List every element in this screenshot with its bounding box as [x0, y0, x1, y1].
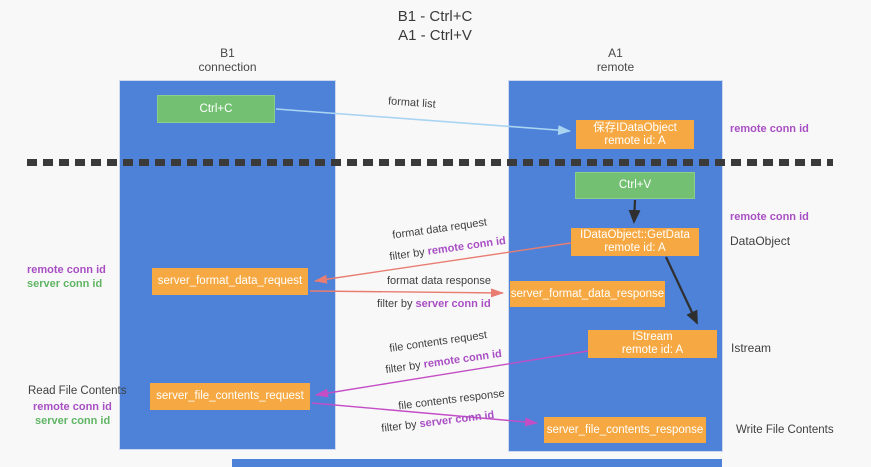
annotation-right-remote-conn-id-top: remote conn id — [730, 123, 809, 135]
save-idataobject-line2: remote id: A — [604, 134, 666, 147]
filter-by-text: filter by — [377, 298, 413, 310]
node-istream: IStream remote id: A — [588, 330, 717, 358]
annotation-dataobject: DataObject — [730, 234, 791, 248]
node-server-file-contents-request: server_file_contents_request — [150, 383, 310, 410]
annotation-left-server-conn-id-bottom: server conn id — [35, 415, 111, 427]
lane-a1-name: A1 — [608, 46, 623, 60]
filter-by-text: filter by — [380, 418, 418, 435]
server-file-contents-request-label: server_file_contents_request — [156, 390, 304, 402]
annotation-left-remote-conn-id-bottom: remote conn id — [33, 401, 112, 413]
server-format-data-response-label: server_format_data_response — [510, 287, 665, 300]
node-server-format-data-request: server_format_data_request — [152, 268, 308, 295]
remote-conn-id-text: remote conn id — [422, 347, 503, 371]
lane-b1-role: connection — [198, 60, 257, 74]
annotation-right-remote-conn-id-mid: remote conn id — [730, 211, 809, 223]
getdata-line2: remote id: A — [604, 242, 666, 254]
server-conn-id-text: server conn id — [415, 298, 491, 310]
node-server-format-data-response: server_format_data_response — [510, 281, 665, 307]
bottom-blue-bar — [232, 459, 722, 467]
label-format-data-response: format data response — [387, 275, 491, 287]
lane-header-a1: A1 remote — [508, 46, 723, 74]
diagram-title: B1 - Ctrl+C A1 - Ctrl+V — [285, 7, 585, 45]
ctrl-c-label: Ctrl+C — [199, 102, 233, 115]
annotation-istream: Istream — [731, 341, 772, 355]
server-file-contents-response-label: server_file_contents_response — [546, 423, 704, 436]
dashed-divider — [27, 159, 833, 166]
ctrl-v-label: Ctrl+V — [618, 179, 652, 191]
title-line-2: A1 - Ctrl+V — [398, 27, 472, 44]
title-line-1: B1 - Ctrl+C — [397, 8, 473, 25]
lane-header-b1: B1 connection — [119, 46, 336, 74]
remote-conn-id-text: remote conn id — [426, 234, 507, 258]
annotation-read-file-contents: Read File Contents — [28, 385, 127, 397]
label-format-list: format list — [387, 95, 437, 111]
server-conn-id-text: server conn id — [418, 409, 495, 431]
label-format-data-request: format data request — [391, 216, 488, 242]
node-ctrl-c: Ctrl+C — [157, 95, 275, 123]
annotation-left-remote-conn-id-top: remote conn id — [27, 264, 106, 276]
filter-by-text: filter by — [388, 246, 426, 264]
lane-a1-role: remote — [596, 60, 635, 74]
lane-b1-name: B1 — [220, 46, 235, 60]
annotation-left-server-conn-id-top: server conn id — [27, 278, 103, 290]
node-ctrl-v: Ctrl+V — [575, 172, 695, 199]
server-format-data-request-label: server_format_data_request — [157, 275, 303, 287]
filter-by-text: filter by — [384, 359, 422, 377]
istream-line2: remote id: A — [621, 344, 684, 356]
annotation-write-file-contents: Write File Contents — [736, 424, 834, 436]
save-idataobject-line1: 保存IDataObject — [593, 121, 677, 134]
node-save-idataobject: 保存IDataObject remote id: A — [576, 120, 694, 149]
node-server-file-contents-response: server_file_contents_response — [544, 417, 706, 443]
arrow-format-data-response — [309, 288, 504, 298]
getdata-line1: IDataObject::GetData — [580, 229, 690, 241]
istream-line1: IStream — [632, 331, 673, 343]
node-idataobject-getdata: IDataObject::GetData remote id: A — [571, 228, 699, 256]
